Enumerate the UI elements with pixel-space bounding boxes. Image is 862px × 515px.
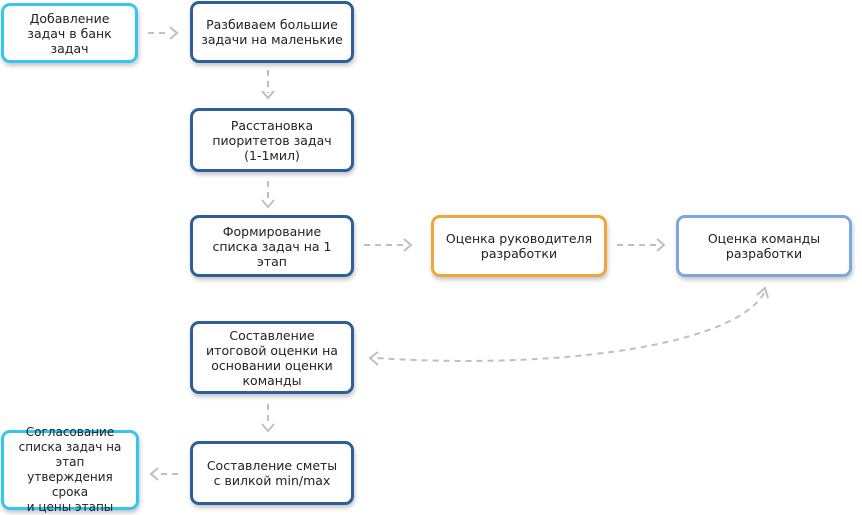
arrow-prioritize-to-stage1-head <box>261 199 275 209</box>
arrow-final-head <box>368 351 379 366</box>
node-final-estimate: Составление итоговой оценки на основании… <box>190 321 354 394</box>
node-budget: Составление сметы с вилкой min/max <box>190 441 354 505</box>
node-team-estimate-label: Оценка команды разработки <box>707 231 821 261</box>
arrow-team-final-curve <box>375 292 765 362</box>
arrow-add-to-split-head <box>169 26 179 40</box>
arrow-lead-to-team-head <box>656 238 666 252</box>
node-final-estimate-label: Составление итоговой оценки на основании… <box>206 327 338 388</box>
node-prioritize: Расстановка пиоритетов задач (1-1мил) <box>190 108 354 172</box>
node-stage1-list-label: Формирование списка задач на 1 этап <box>212 223 332 269</box>
node-team-estimate: Оценка команды разработки <box>676 215 852 277</box>
arrow-final-to-budget-head <box>261 423 275 433</box>
arrow-split-to-prioritize-head <box>261 90 275 100</box>
node-approval: Согласование списка задач на этап утверж… <box>1 425 139 514</box>
node-approval-label: Согласование списка задач на этап утверж… <box>18 425 122 514</box>
arrow-team-head <box>756 286 769 299</box>
node-prioritize-label: Расстановка пиоритетов задач (1-1мил) <box>212 117 332 163</box>
node-split-tasks: Разбиваем большие задачи на маленькие <box>190 1 354 63</box>
arrow-stage1-to-lead-head <box>403 238 413 252</box>
node-stage1-list: Формирование списка задач на 1 этап <box>190 215 354 277</box>
arrow-budget-to-approval-head <box>149 467 159 481</box>
node-lead-estimate-label: Оценка руководителя разработки <box>445 231 593 261</box>
node-add-tasks: Добавление задач в банк задач <box>1 3 138 63</box>
node-budget-label: Составление сметы с вилкой min/max <box>206 458 338 488</box>
node-lead-estimate: Оценка руководителя разработки <box>431 215 607 277</box>
node-split-tasks-label: Разбиваем большие задачи на маленькие <box>201 17 343 47</box>
node-add-tasks-label: Добавление задач в банк задач <box>27 10 112 56</box>
